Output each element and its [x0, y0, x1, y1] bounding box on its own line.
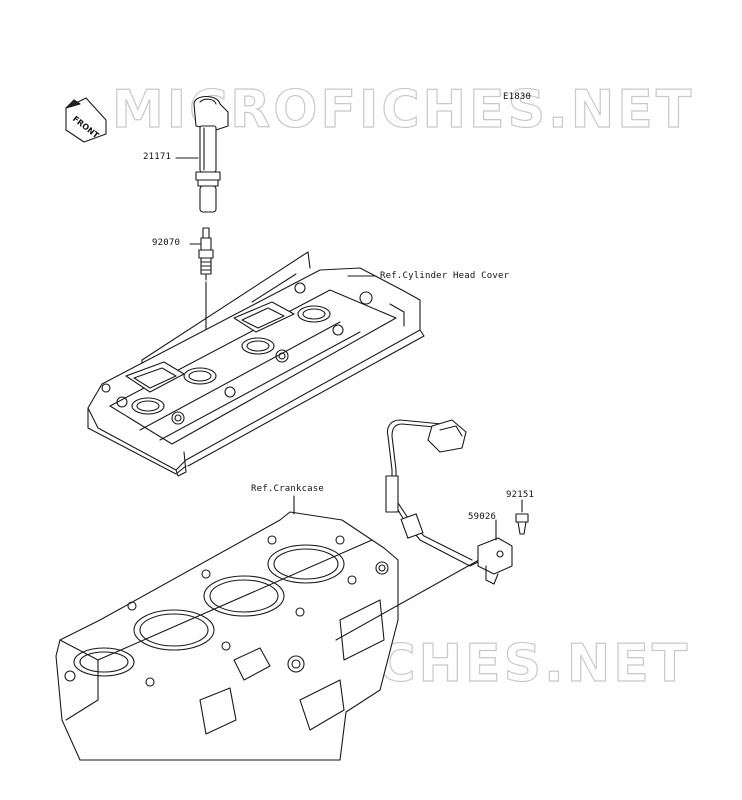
ref-crankcase: Ref.Crankcase	[251, 484, 325, 494]
spark-plug	[198, 227, 214, 281]
part-number-59026[interactable]: 59026	[468, 512, 497, 522]
bolt	[515, 513, 529, 535]
ref-cylinder-head-cover: Ref.Cylinder Head Cover	[380, 271, 510, 281]
sensor-harness	[385, 419, 513, 585]
part-number-21171[interactable]: 21171	[143, 152, 172, 162]
part-number-92070[interactable]: 92070	[152, 238, 181, 248]
cylinder-head-cover	[87, 267, 425, 477]
crankcase	[55, 511, 399, 761]
front-arrow-icon: FRONT	[65, 97, 107, 143]
ignition-coil	[193, 95, 229, 213]
diagram-code: E1830	[503, 92, 532, 102]
part-number-92151[interactable]: 92151	[506, 490, 535, 500]
